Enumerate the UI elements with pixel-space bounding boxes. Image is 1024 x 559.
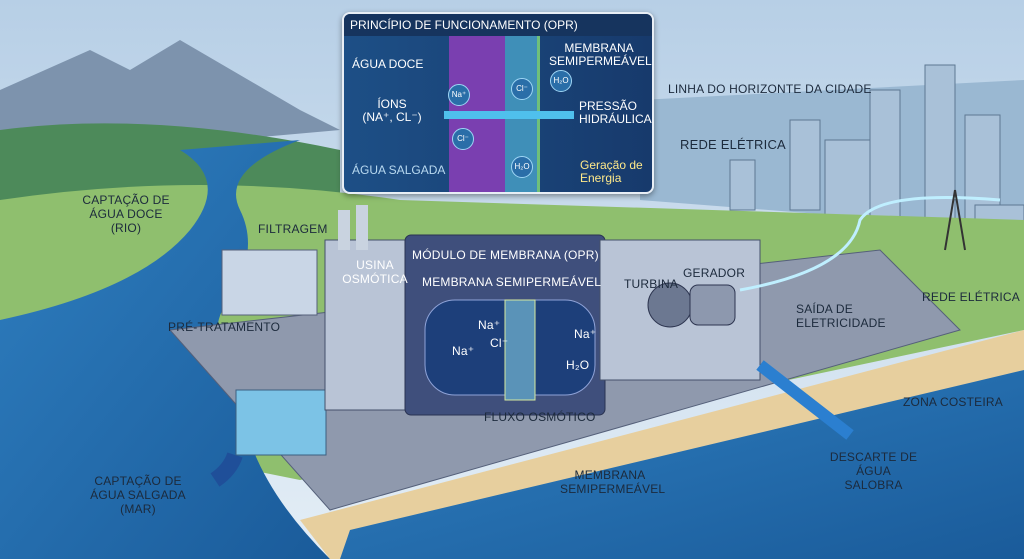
discharge-pipe <box>756 360 854 440</box>
label-plant: USINA OSMÓTICA <box>342 258 408 286</box>
label-grid-right: REDE ELÉTRICA <box>922 290 1020 304</box>
city-skyline <box>729 64 1024 261</box>
membrane-panel <box>504 299 536 401</box>
generator <box>689 284 736 326</box>
label-osmotic-flow: FLUXO OSMÓTICO <box>484 410 596 424</box>
label-salt-intake: CAPTAÇÃO DE ÁGUA SALGADA (MAR) <box>90 474 186 516</box>
molecule-chip: H₂O <box>550 70 572 92</box>
label-module-membrane: MEMBRANA SEMIPERMEÁVEL <box>422 275 602 289</box>
ion-chip: Cl⁻ <box>511 78 533 100</box>
filtration-unit <box>221 249 318 316</box>
label-coastal: ZONA COSTEIRA <box>903 395 1003 409</box>
principle-inset: PRINCÍPIO DE FUNCIONAMENTO (OPR) ÁGUA DO… <box>342 12 654 194</box>
ion-label: Cl⁻ <box>490 336 509 350</box>
inset-salt-water: ÁGUA SALGADA <box>352 163 446 177</box>
inset-pressure: PRESSÃO HIDRÁULICA <box>579 99 652 126</box>
sea <box>340 370 1024 559</box>
label-electricity-out: SAÍDA DE ELETRICIDADE <box>796 302 886 330</box>
ion-label: Na⁺ <box>478 318 501 332</box>
ion-chip: Na⁺ <box>448 84 470 106</box>
ion-label: Na⁺ <box>574 327 597 341</box>
pressure-arrow <box>444 111 574 119</box>
ion-label: Na⁺ <box>452 344 475 358</box>
inset-ions: ÍONS (Na⁺, Cl⁻) <box>362 97 422 124</box>
molecule-label: H₂O <box>566 358 590 372</box>
label-membrane-bottom: MEMBRANA SEMIPERMEÁVEL <box>560 468 666 496</box>
label-filtration: FILTRAGEM <box>258 222 328 236</box>
label-module: MÓDULO DE MEMBRANA (OPR) <box>412 248 599 262</box>
electricity-flow <box>739 196 1001 292</box>
label-skyline: LINHA DO HORIZONTE DA CIDADE <box>668 82 872 96</box>
salt-intake-pipe <box>210 452 243 487</box>
inset-fresh-water: ÁGUA DOCE <box>352 57 424 71</box>
label-brackish: DESCARTE DE ÁGUA SALOBRA <box>829 450 918 492</box>
label-generator: GERADOR <box>683 266 746 280</box>
intake-tank <box>235 389 327 456</box>
inset-energy: Geração de Energia <box>580 158 643 185</box>
power-tower <box>944 189 966 251</box>
label-grid-top: REDE ELÉTRICA <box>680 137 786 152</box>
label-pretreatment: PRÉ-TRATAMENTO <box>168 320 281 334</box>
molecule-chip: H₂O <box>511 156 533 178</box>
inset-membrane-label: MEMBRANA SEMIPERMEÁVEL <box>549 41 652 68</box>
label-fresh-intake: CAPTAÇÃO DE ÁGUA DOCE (RIO) <box>82 193 170 235</box>
ion-chip: Cl⁻ <box>452 128 474 150</box>
inset-title: PRINCÍPIO DE FUNCIONAMENTO (OPR) <box>344 14 652 36</box>
label-turbine: TURBINA <box>624 277 679 291</box>
